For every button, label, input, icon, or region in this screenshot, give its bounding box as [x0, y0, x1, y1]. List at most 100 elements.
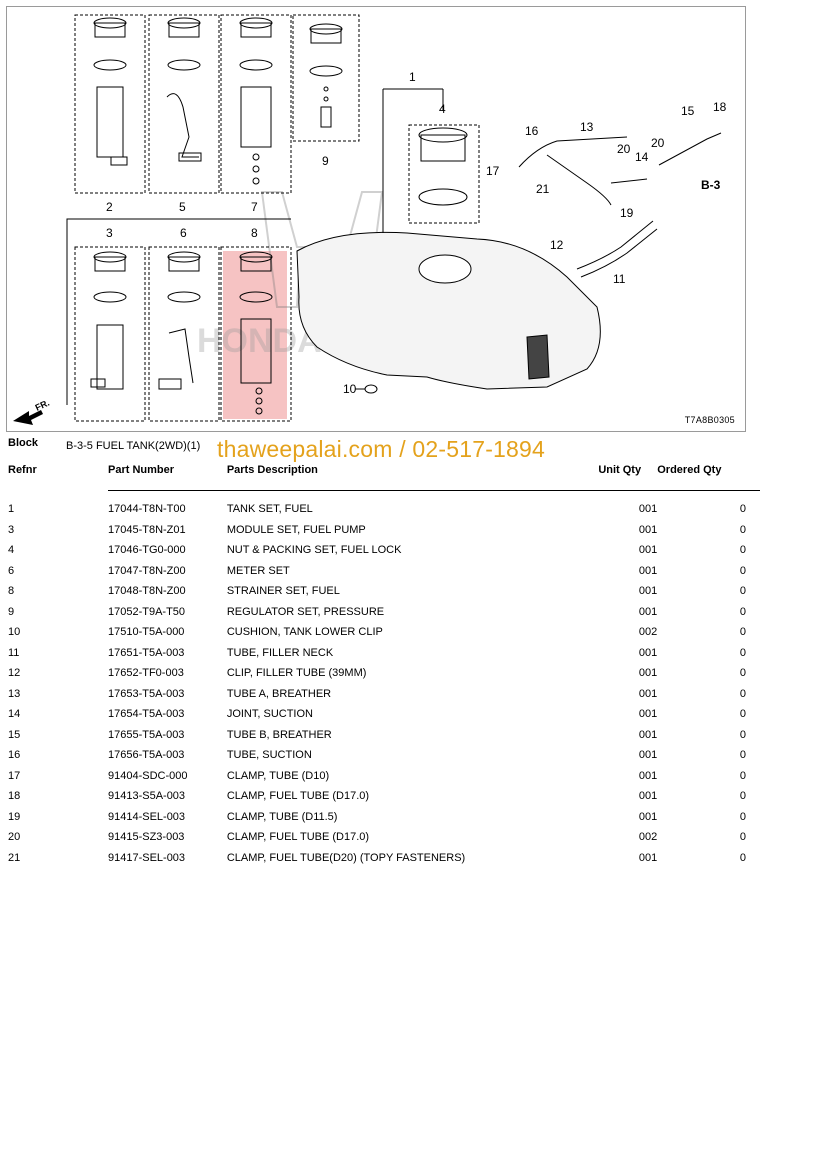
unit-qty-cell: 001 — [638, 728, 658, 741]
unit-qty-cell: 001 — [638, 564, 658, 577]
callout-15: 15 — [681, 104, 695, 118]
description-cell: STRAINER SET, FUEL — [226, 585, 340, 598]
unit-qty-cell: 001 — [638, 749, 658, 762]
description-cell: TANK SET, FUEL — [226, 503, 313, 516]
ordered-qty-cell: 0 — [739, 831, 746, 844]
parts-diagram: HONDA — [6, 6, 746, 432]
ordered-qty-cell: 0 — [739, 749, 746, 762]
callout-12: 12 — [550, 238, 564, 252]
dealer-watermark: thaweepalai.com / 02-517-1894 — [217, 436, 546, 462]
callout-10: 10 — [343, 382, 357, 396]
pump-module-3 — [90, 251, 127, 390]
part-number-cell: 17052-T9A-T50 — [107, 605, 186, 618]
description-cell: METER SET — [226, 564, 290, 577]
ordered-qty-cell: 0 — [739, 564, 746, 577]
regulator-9 — [309, 23, 343, 128]
callout-21: 21 — [536, 182, 550, 196]
pump-module-2 — [93, 17, 128, 166]
unit-qty-cell: 001 — [638, 687, 658, 700]
ordered-qty-cell: 0 — [739, 728, 746, 741]
exploded-view-drawing: HONDA — [13, 14, 727, 425]
part-number-cell: 91404-SDC-000 — [107, 769, 188, 782]
part-number-cell: 17653-T5A-003 — [107, 687, 185, 700]
part-number-cell: 91415-SZ3-003 — [107, 831, 185, 844]
unit-qty-cell: 001 — [638, 503, 658, 516]
callout-20b: 20 — [651, 136, 665, 150]
ordered-qty-cell: 0 — [739, 544, 746, 557]
ordered-qty-cell: 0 — [739, 605, 746, 618]
table-header-row: Refnr Part Number Parts Description Unit… — [0, 462, 760, 491]
part-number-cell: 91413-S5A-003 — [107, 790, 186, 803]
refnr-cell: 10 — [8, 626, 21, 639]
refnr-cell: 9 — [8, 605, 15, 618]
ordered-qty-cell: 0 — [739, 708, 746, 721]
callout-1: 1 — [409, 70, 416, 84]
callout-19: 19 — [620, 206, 634, 220]
cushion-10 — [355, 384, 378, 394]
figure-code: T7A8B0305 — [684, 415, 735, 425]
block-name: B-3-5 FUEL TANK(2WD)(1) — [66, 440, 201, 452]
description-cell: JOINT, SUCTION — [226, 708, 313, 721]
part-number-cell: 17656-T5A-003 — [107, 749, 185, 762]
header-ordered-qty: Ordered Qty — [657, 464, 722, 476]
breather-tubes — [518, 132, 722, 278]
front-direction-arrow: FR. — [13, 398, 51, 425]
refnr-cell: 13 — [8, 687, 21, 700]
ordered-qty-cell: 0 — [739, 851, 746, 864]
header-description: Parts Description — [226, 464, 318, 476]
callout-18: 18 — [713, 100, 727, 114]
description-cell: CLIP, FILLER TUBE (39MM) — [226, 667, 367, 680]
callout-3: 3 — [106, 226, 113, 240]
callout-14: 14 — [635, 150, 649, 164]
ordered-qty-cell: 0 — [739, 667, 746, 680]
honda-logo-watermark: HONDA — [197, 191, 384, 360]
refnr-cell: 21 — [8, 851, 21, 864]
callout-4: 4 — [439, 102, 446, 116]
refnr-cell: 1 — [8, 503, 15, 516]
unit-qty-cell: 001 — [638, 851, 658, 864]
unit-qty-cell: 001 — [638, 605, 658, 618]
logo-text: HONDA — [197, 322, 322, 360]
refnr-cell: 4 — [8, 544, 15, 557]
refnr-cell: 8 — [8, 585, 15, 598]
header-unit-qty: Unit Qty — [598, 464, 642, 476]
nut-packing-4 — [418, 127, 468, 206]
refnr-cell: 16 — [8, 749, 21, 762]
direction-label: FR. — [34, 398, 51, 413]
description-cell: CLAMP, TUBE (D10) — [226, 769, 330, 782]
description-cell: CLAMP, FUEL TUBE (D17.0) — [226, 790, 370, 803]
part-number-cell: 17047-T8N-Z00 — [107, 564, 186, 577]
parts-table: Refnr Part Number Parts Description Unit… — [0, 462, 760, 868]
description-cell: CLAMP, FUEL TUBE(D20) (TOPY FASTENERS) — [226, 851, 466, 864]
callout-5: 5 — [179, 200, 186, 214]
part-number-cell: 17654-T5A-003 — [107, 708, 185, 721]
description-cell: CUSHION, TANK LOWER CLIP — [226, 626, 383, 639]
callout-2: 2 — [106, 200, 113, 214]
refnr-cell: 15 — [8, 728, 21, 741]
part-number-cell: 91414-SEL-003 — [107, 810, 186, 823]
callout-17: 17 — [486, 164, 500, 178]
ordered-qty-cell: 0 — [739, 626, 746, 639]
refnr-cell: 11 — [8, 646, 20, 659]
refnr-cell: 14 — [8, 708, 21, 721]
part-number-cell: 17652-TF0-003 — [107, 667, 184, 680]
fuel-tank-1 — [296, 88, 601, 390]
unit-qty-cell: 001 — [638, 769, 658, 782]
block-label: Block — [8, 437, 38, 449]
ordered-qty-cell: 0 — [739, 790, 746, 803]
unit-qty-cell: 001 — [638, 790, 658, 803]
part-number-cell: 17655-T5A-003 — [107, 728, 185, 741]
description-cell: MODULE SET, FUEL PUMP — [226, 523, 366, 536]
highlight-part-8 — [223, 251, 287, 419]
